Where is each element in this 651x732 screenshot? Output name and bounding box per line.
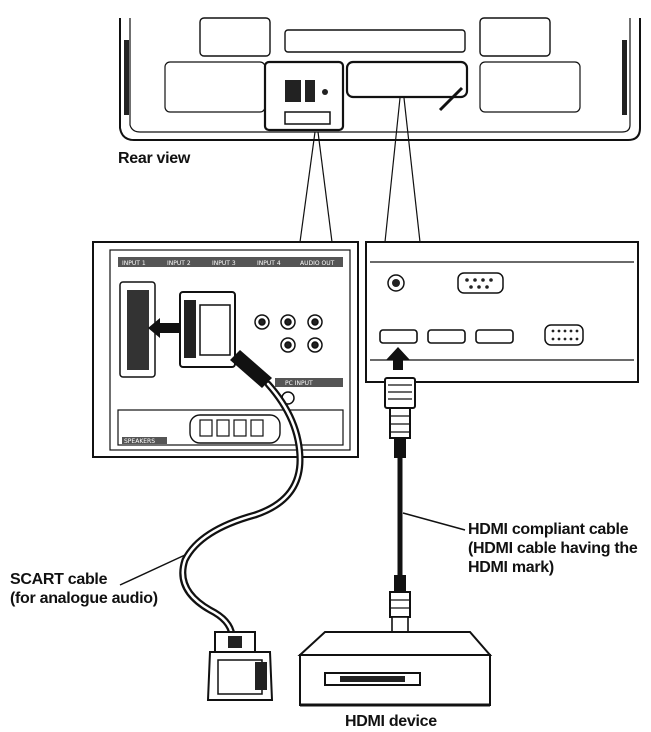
hdmi-cable-label: HDMI compliant cable (HDMI cable having … — [468, 520, 638, 577]
panel-label-pc-input: PC INPUT — [285, 380, 313, 387]
hdmi-panel-detail — [365, 241, 639, 383]
rear-view-label: Rear view — [118, 150, 191, 167]
scart-plug-bottom — [206, 631, 274, 701]
callout-lines — [299, 97, 421, 243]
panel-label-audio-out: AUDIO OUT — [300, 260, 335, 267]
hdmi-device-label: HDMI device — [345, 713, 437, 730]
input-panel-detail: INPUT 1 INPUT 2 INPUT 3 INPUT 4 AUDIO OU… — [92, 241, 359, 458]
scart-cable-label-line1: SCART cable — [10, 571, 108, 588]
label-leaders — [119, 512, 466, 586]
hdmi-cable-label-line3: HDMI mark) — [468, 559, 554, 576]
tv-rear-view — [119, 17, 641, 141]
hdmi-cable-label-line2: (HDMI cable having the — [468, 540, 638, 557]
scart-cable-label: SCART cable (for analogue audio) — [10, 570, 158, 608]
panel-label-input4: INPUT 4 — [257, 260, 281, 267]
hdmi-cable-label-line1: HDMI compliant cable — [468, 521, 629, 538]
panel-label-input1: INPUT 1 — [122, 260, 146, 267]
panel-label-speakers: SPEAKERS — [124, 438, 155, 445]
panel-label-input3: INPUT 3 — [212, 260, 236, 267]
hdmi-device — [297, 631, 493, 707]
scart-cable-label-line2: (for analogue audio) — [10, 590, 158, 607]
panel-label-input2: INPUT 2 — [167, 260, 191, 267]
hdmi-cable — [384, 377, 416, 633]
scart-cable — [179, 380, 304, 639]
